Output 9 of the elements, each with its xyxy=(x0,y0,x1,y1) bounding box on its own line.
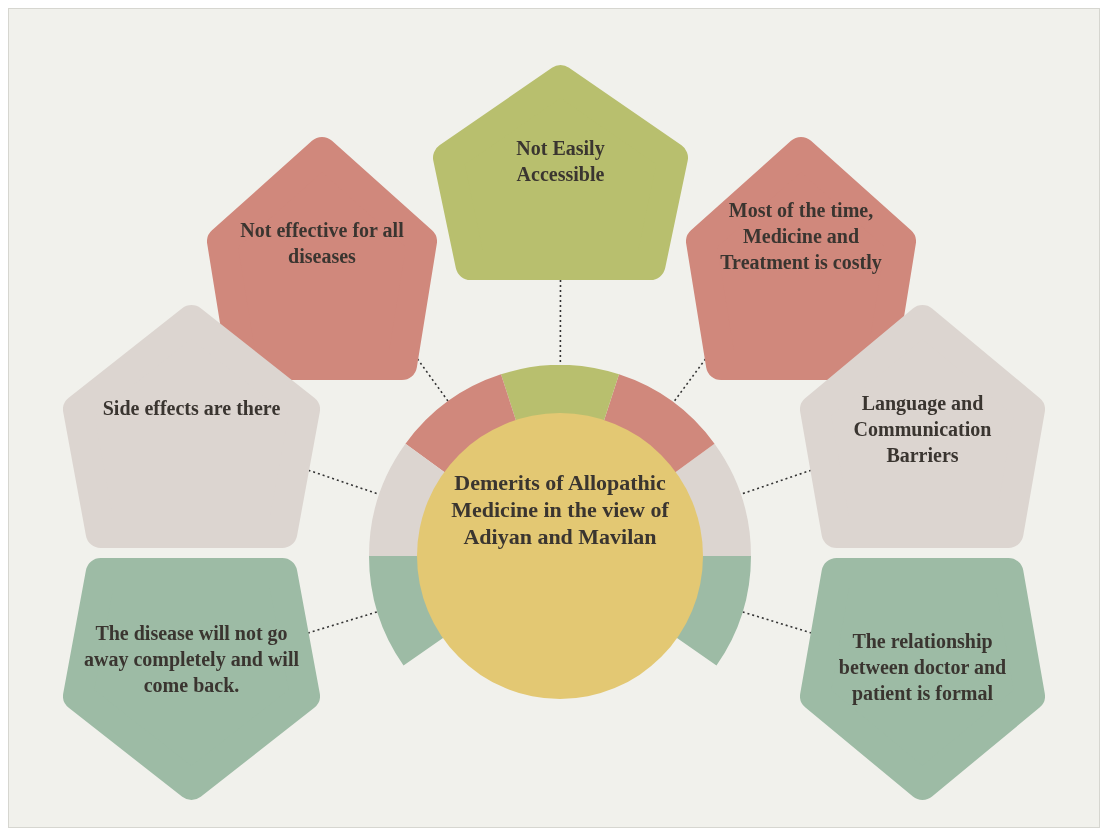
pentagon-label: Side effects are there xyxy=(101,396,282,421)
dotted-connector xyxy=(741,611,813,634)
pentagon-label: Most of the time, Medicine and Treatment is costly xyxy=(719,198,883,275)
center-title: Demerits of Allopathic Medicine in the view of Adiyan and Mavilan xyxy=(450,469,670,550)
pentagon-label: Not effective for all diseases xyxy=(239,218,405,269)
pentagon-label: Language and Communication Barriers xyxy=(852,391,993,468)
pentagon-label: The disease will not go away completely and will come back. xyxy=(83,621,300,698)
pentagon-label: Not Easily Accessible xyxy=(515,136,606,187)
pentagon-label: The relationship between doctor and patient is formal xyxy=(837,629,1008,706)
